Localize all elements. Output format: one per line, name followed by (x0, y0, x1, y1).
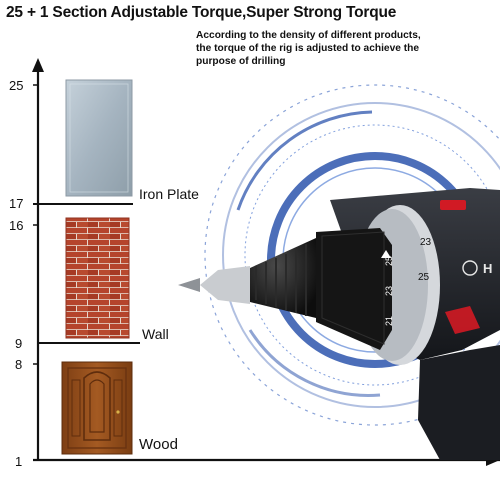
description-line-1: According to the density of different pr… (196, 30, 421, 41)
chuck-number: 25 (384, 256, 394, 266)
axis-tick-label: 25 (9, 78, 24, 93)
collar-number: 23 (420, 237, 432, 248)
chuck-number: 23 (384, 286, 394, 296)
chuck-number: 21 (384, 316, 394, 326)
axis-tick-label: 1 (15, 454, 23, 469)
wooden-door-image (61, 361, 133, 455)
iron-plate-image (65, 79, 133, 197)
description-line-2: the torque of the rig is adjusted to ach… (196, 43, 420, 54)
axis-tick-label: 16 (9, 218, 24, 233)
brand-text: H (483, 261, 492, 276)
brand-logo-icon (462, 260, 478, 276)
y-axis-arrow-icon (32, 58, 44, 72)
collar-number: 25 (418, 272, 430, 283)
page-title: 25 + 1 Section Adjustable Torque,Super S… (6, 4, 397, 21)
description-text: According to the density of different pr… (196, 29, 496, 68)
axis-tick-label: 9 (15, 336, 23, 351)
material-label-wood: Wood (139, 436, 178, 453)
arrow-up-icon (381, 250, 391, 258)
brick-wall-image (65, 217, 130, 339)
axis-tick-label: 8 (15, 357, 23, 372)
description-line-3: purpose of drilling (196, 56, 286, 67)
material-label-wall: Wall (142, 326, 169, 342)
drill-chuck: 25 23 21 (178, 228, 394, 350)
material-label-iron-plate: Iron Plate (139, 186, 199, 202)
axis-tick-label: 17 (9, 196, 24, 211)
red-button (440, 200, 466, 210)
